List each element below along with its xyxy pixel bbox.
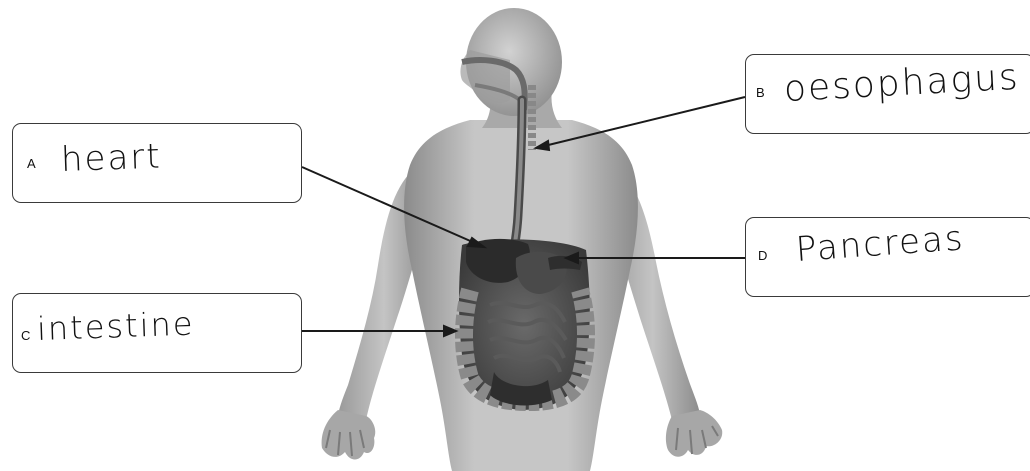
label-box-b[interactable]: B oesophagus: [745, 54, 1030, 134]
label-box-c[interactable]: C intestine: [12, 293, 302, 373]
answer-text-d: Pancreas: [795, 218, 966, 270]
right-hand: [666, 410, 722, 457]
answer-text-b: oesophagus: [783, 57, 1021, 110]
answer-text-a: heart: [60, 137, 162, 180]
label-letter-d: D: [758, 248, 768, 263]
label-letter-c: C: [21, 328, 31, 343]
label-letter-b: B: [756, 85, 765, 100]
label-box-a[interactable]: A heart: [12, 123, 302, 203]
label-box-d[interactable]: D Pancreas: [745, 217, 1030, 297]
label-letter-a: A: [27, 156, 36, 171]
answer-text-c: intestine: [36, 305, 195, 348]
